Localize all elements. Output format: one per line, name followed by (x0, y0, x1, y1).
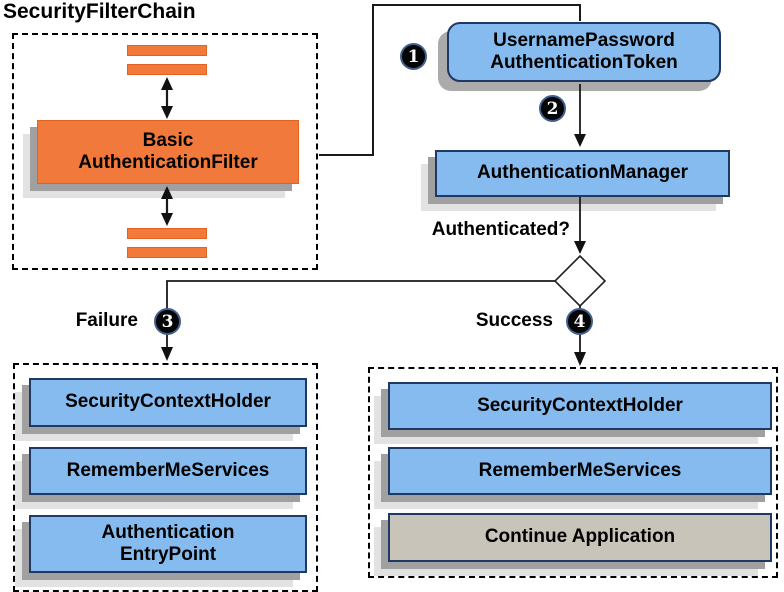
node-label: Basic (142, 129, 194, 151)
authentication-manager-node: AuthenticationManager (435, 150, 730, 197)
node-label: SecurityContextHolder (65, 391, 271, 413)
manager-to-decision-arrow (574, 197, 586, 254)
success-panel (368, 367, 778, 578)
node-label: RememberMeServices (66, 459, 270, 481)
authenticated-label: Authenticated? (431, 219, 570, 240)
success-label: Success (475, 310, 553, 331)
node-label: Continue Application (484, 526, 676, 548)
failure-remember-me-services-node: RememberMeServices (29, 447, 307, 495)
success-remember-me-services-node: RememberMeServices (388, 447, 772, 495)
node-label: SecurityContextHolder (477, 394, 683, 416)
node-label: AuthenticationFilter (78, 152, 258, 173)
node-label: RememberMeServices (478, 459, 682, 481)
failure-security-context-holder-node: SecurityContextHolder (29, 378, 307, 427)
authentication-entry-point-node: Authentication EntryPoint (29, 515, 307, 573)
token-to-manager-arrow (574, 84, 586, 147)
node-label: AuthenticationManager (476, 162, 689, 184)
failure-label: Failure (75, 310, 138, 331)
success-security-context-holder-node: SecurityContextHolder (388, 382, 772, 430)
username-password-token-node: UsernamePassword AuthenticationToken (447, 22, 721, 82)
node-label: Authentication (101, 521, 235, 543)
basic-authentication-filter-node: Basic AuthenticationFilter (37, 120, 299, 184)
step-3-badge: 3 (154, 308, 181, 335)
node-label: UsernamePassword (493, 29, 675, 51)
diagram-title: SecurityFilterChain (3, 0, 196, 23)
security-filter-chain-panel (12, 33, 318, 270)
filter-bar (127, 64, 207, 75)
filter-bar (127, 45, 207, 56)
step-1-badge: 1 (400, 43, 427, 70)
step-4-badge: 4 (566, 308, 593, 335)
node-label: EntryPoint (119, 544, 217, 565)
continue-application-node: Continue Application (388, 513, 772, 562)
filter-bar (127, 228, 207, 239)
filter-bar (127, 247, 207, 258)
decision-diamond (553, 254, 607, 308)
step-2-badge: 2 (539, 95, 566, 122)
node-label: AuthenticationToken (490, 52, 678, 73)
failure-panel (13, 363, 318, 592)
